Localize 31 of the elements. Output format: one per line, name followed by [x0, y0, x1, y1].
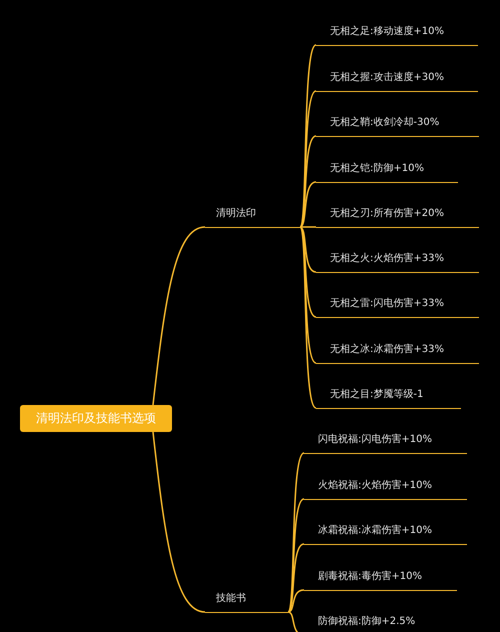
connector-line — [288, 589, 304, 613]
topic-text: 无相之冰:冰霜伤害+33% — [330, 342, 444, 356]
connector-line — [300, 226, 316, 228]
topic-text: 清明法印 — [216, 206, 256, 220]
connector-line — [299, 226, 317, 408]
topic-text: 防御祝福:防御+2.5% — [318, 614, 416, 628]
topic-text: 无相之握:攻击速度+30% — [330, 70, 444, 84]
topic-text: 技能书 — [216, 592, 246, 605]
connector-line — [299, 226, 316, 318]
topic-text: 无相之鞘:收剑冷却-30% — [330, 116, 440, 129]
connector-line — [152, 432, 206, 613]
connector-line — [152, 226, 206, 406]
connector-line — [300, 181, 316, 228]
topic-text: 无相之雷:闪电伤害+33% — [330, 296, 444, 310]
topic-text: 冰霜祝福:冰霜伤害+10% — [318, 524, 432, 537]
topic-text: 无相之铠:防御+10% — [330, 162, 424, 175]
connector-line — [299, 90, 316, 228]
topic-text: 无相之目:梦魇等级-1 — [330, 388, 424, 401]
connector-line — [300, 226, 316, 273]
topic-text: 无相之刃:所有伤害+20% — [330, 206, 444, 220]
connector-line — [287, 452, 305, 612]
topic-text: 火焰祝福:火焰伤害+10% — [318, 478, 432, 492]
topic-text: 无相之足:移动速度+10% — [330, 24, 444, 38]
connector-line — [299, 135, 316, 228]
topic-text: 闪电祝福:闪电伤害+10% — [318, 432, 432, 446]
connector-line — [287, 498, 304, 612]
connector-line — [299, 44, 317, 228]
topic-text: 无相之火:火焰伤害+33% — [330, 252, 444, 265]
topic-text: 剧毒祝福:毒伤害+10% — [318, 570, 422, 583]
root-topic-box: 清明法印及技能书选项 — [20, 405, 172, 432]
connector-line — [288, 543, 304, 613]
